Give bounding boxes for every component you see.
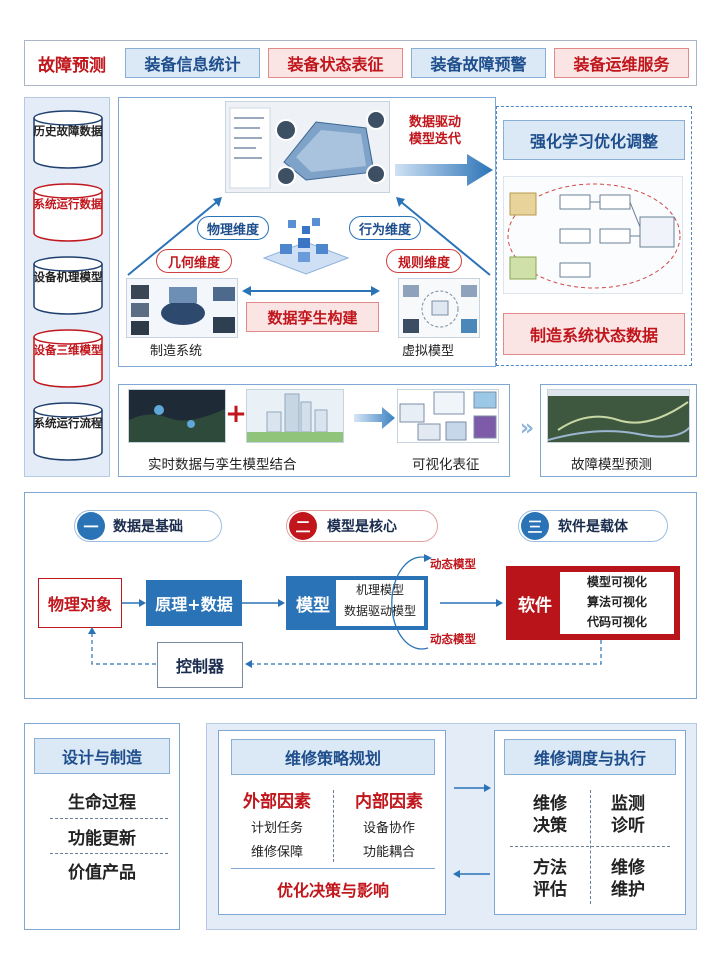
visual-caption: 可视化表征 bbox=[412, 457, 480, 473]
satellite-image bbox=[128, 389, 226, 443]
data-cylinder: 系统运行流程 bbox=[32, 402, 104, 462]
design-title: 设计与制造 bbox=[34, 738, 170, 774]
vertical-divider bbox=[590, 790, 591, 904]
dispatch-title: 维修调度与执行 bbox=[504, 739, 676, 775]
tab-operation-service[interactable]: 装备运维服务 bbox=[554, 48, 689, 78]
pillar-number: 一 bbox=[77, 512, 105, 540]
model-item: 数据驱动模型 bbox=[343, 604, 416, 618]
fault-prediction-map bbox=[547, 389, 690, 443]
controller-box: 控制器 bbox=[157, 642, 243, 688]
model-items: 机理模型 数据驱动模型 bbox=[336, 580, 424, 626]
dynamic-model-top: 动态模型 bbox=[430, 557, 476, 571]
label-rule-dimension: 规则维度 bbox=[386, 249, 462, 273]
twin-platform-screenshot bbox=[225, 101, 390, 193]
divider bbox=[231, 868, 435, 869]
label-geometry-dimension: 几何维度 bbox=[156, 249, 232, 273]
pillar-number: 三 bbox=[521, 512, 549, 540]
dynamic-model-loop bbox=[391, 554, 432, 650]
label-behavior-dimension: 行为维度 bbox=[349, 216, 421, 240]
to-visual-arrow bbox=[354, 407, 395, 429]
pillar-label: 软件是载体 bbox=[558, 519, 628, 535]
twin-build-label: 数据孪生构建 bbox=[246, 302, 379, 332]
visualization-image bbox=[397, 389, 499, 443]
tab-fault-warning[interactable]: 装备故障预警 bbox=[411, 48, 546, 78]
external-item: 计划任务 bbox=[250, 820, 303, 836]
label-physical-dimension: 物理维度 bbox=[197, 216, 269, 240]
pillar-number: 二 bbox=[289, 512, 317, 540]
software-item: 代码可视化 bbox=[586, 615, 647, 629]
dynamic-model-bottom: 动态模型 bbox=[430, 632, 476, 646]
virtual-model-caption: 虚拟模型 bbox=[402, 344, 455, 359]
pillar-label: 模型是核心 bbox=[327, 519, 397, 535]
city-model-image bbox=[246, 389, 344, 443]
software-item: 算法可视化 bbox=[586, 595, 647, 609]
iterate-arrow bbox=[395, 154, 493, 186]
page-title: 故障预测 bbox=[38, 55, 106, 76]
combine-caption: 实时数据与孪生模型结合 bbox=[148, 457, 297, 473]
manufacturing-system-image bbox=[126, 278, 238, 338]
software-item: 模型可视化 bbox=[586, 575, 647, 589]
tab-equipment-stats[interactable]: 装备信息统计 bbox=[125, 48, 260, 78]
dispatch-cell: 监测 诊听 bbox=[611, 794, 645, 836]
divider bbox=[50, 853, 168, 854]
strategy-footer: 优化决策与影响 bbox=[276, 881, 389, 900]
external-item: 维修保障 bbox=[250, 844, 303, 860]
virtual-model-image bbox=[398, 278, 480, 338]
physical-object-box: 物理对象 bbox=[38, 578, 122, 628]
dispatch-cell: 维修 维护 bbox=[611, 858, 645, 900]
internal-item: 功能耦合 bbox=[362, 844, 415, 860]
chevron-right-icon: » bbox=[519, 415, 535, 441]
vertical-divider bbox=[333, 790, 334, 862]
divider bbox=[50, 818, 168, 819]
data-cylinder: 系统运行数据 bbox=[32, 183, 104, 243]
twin-flow-arrows bbox=[127, 197, 491, 296]
dispatch-cell: 方法 评估 bbox=[533, 858, 567, 900]
predict-caption: 故障模型预测 bbox=[571, 457, 652, 473]
internal-item: 设备协作 bbox=[362, 820, 415, 836]
data-cylinder: 历史故障数据 bbox=[32, 110, 104, 170]
data-cylinder: 设备三维模型 bbox=[32, 329, 104, 389]
strategy-title: 维修策略规划 bbox=[231, 739, 435, 775]
external-factors-title: 外部因素 bbox=[243, 791, 311, 812]
data-source-panel: 历史故障数据 系统运行数据 设备机理模型 设备三维模型 系统运行流程 bbox=[24, 97, 110, 477]
plus-icon: + bbox=[225, 399, 247, 429]
design-item: 功能更新 bbox=[68, 828, 136, 849]
design-item: 价值产品 bbox=[68, 862, 136, 883]
rl-process-diagram bbox=[503, 176, 683, 294]
manufacturing-system-caption: 制造系统 bbox=[150, 344, 203, 359]
divider bbox=[510, 846, 670, 847]
data-cylinder: 设备机理模型 bbox=[32, 256, 104, 316]
tab-equipment-state[interactable]: 装备状态表征 bbox=[268, 48, 403, 78]
rl-optimize-label: 强化学习优化调整 bbox=[503, 120, 685, 160]
model-label: 模型 bbox=[296, 595, 330, 616]
dispatch-cell: 维修 决策 bbox=[533, 794, 567, 836]
flow-arrows bbox=[88, 599, 602, 668]
pillar-label: 数据是基础 bbox=[113, 519, 183, 535]
exchange-arrows bbox=[453, 784, 491, 878]
software-label: 软件 bbox=[518, 595, 552, 616]
twin-blocks-illustration bbox=[258, 214, 354, 280]
software-items: 模型可视化 算法可视化 代码可视化 bbox=[560, 572, 674, 634]
design-item: 生命过程 bbox=[68, 792, 136, 813]
system-state-data-label: 制造系统状态数据 bbox=[503, 313, 685, 355]
principle-data-box: 原理+数据 bbox=[146, 580, 242, 626]
data-driven-iterate-label: 数据驱动 模型迭代 bbox=[408, 115, 461, 147]
internal-factors-title: 内部因素 bbox=[355, 791, 423, 812]
